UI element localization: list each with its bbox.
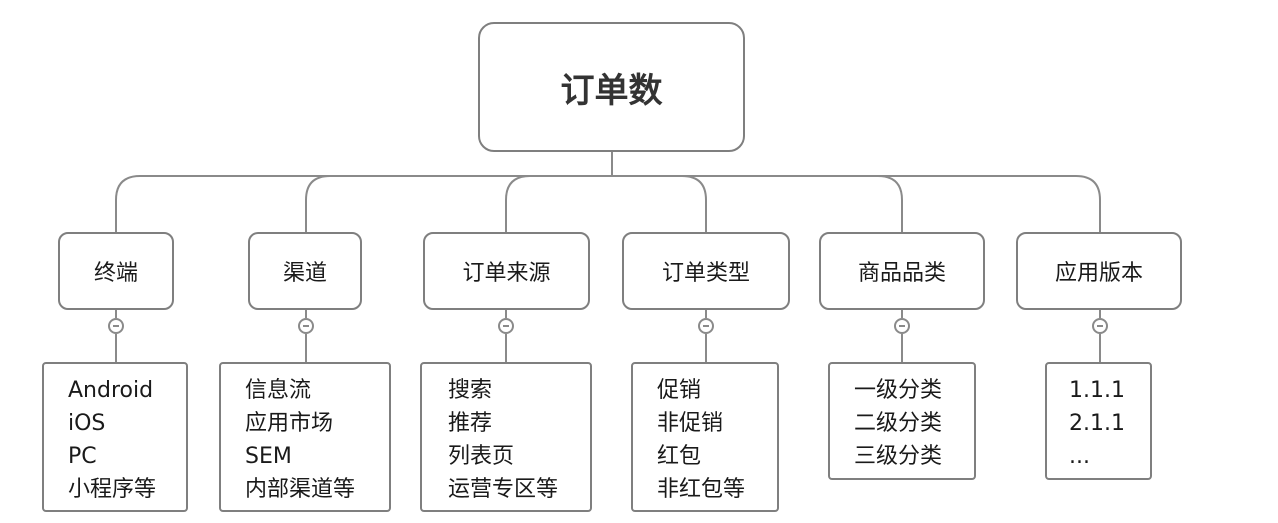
list-item: Android [68,378,154,403]
list-item: 二级分类 [854,411,943,436]
root-node-order-count: 订单数 [478,22,745,152]
leaf-list-product-category: 一级分类 二级分类 三级分类 [828,362,976,480]
list-item: 非红包等 [657,477,746,502]
list-item: 促销 [657,378,702,403]
list-item: 列表页 [448,444,515,469]
collapse-toggle-icon[interactable] [894,318,910,334]
category-label: 商品品类 [857,261,946,286]
category-label: 订单来源 [462,261,551,286]
leaf-list-terminal: Android iOS PC 小程序等 [42,362,188,512]
collapse-toggle-icon[interactable] [498,318,514,334]
category-label: 应用版本 [1054,261,1143,286]
list-item: 内部渠道等 [245,477,356,502]
leaf-list-app-version: 1.1.1 2.1.1 ... [1045,362,1152,480]
collapse-toggle-icon[interactable] [298,318,314,334]
collapse-toggle-icon[interactable] [108,318,124,334]
root-node-label: 订单数 [560,70,663,111]
leaf-list-channel: 信息流 应用市场 SEM 内部渠道等 [219,362,391,512]
list-item: PC [68,444,97,469]
list-item: 1.1.1 [1069,378,1125,403]
list-item: 小程序等 [68,477,157,502]
list-item: SEM [245,444,292,469]
category-label: 订单类型 [661,261,750,286]
category-node-channel: 渠道 [248,232,362,310]
list-item: 三级分类 [854,444,943,469]
list-item: 信息流 [245,378,312,403]
list-item: 搜索 [448,378,493,403]
list-item: 推荐 [448,411,493,436]
category-node-app-version: 应用版本 [1016,232,1182,310]
category-node-order-type: 订单类型 [622,232,790,310]
list-item: 非促销 [657,411,724,436]
list-item: ... [1069,444,1090,469]
list-item: 红包 [657,444,702,469]
list-item: 应用市场 [245,411,334,436]
category-node-order-source: 订单来源 [423,232,590,310]
list-item: iOS [68,411,106,436]
leaf-list-order-type: 促销 非促销 红包 非红包等 [631,362,779,512]
list-item: 一级分类 [854,378,943,403]
list-item: 运营专区等 [448,477,559,502]
category-label: 渠道 [282,261,327,286]
category-node-terminal: 终端 [58,232,174,310]
category-label: 终端 [93,261,138,286]
collapse-toggle-icon[interactable] [698,318,714,334]
list-item: 2.1.1 [1069,411,1125,436]
category-node-product-category: 商品品类 [819,232,985,310]
collapse-toggle-icon[interactable] [1092,318,1108,334]
leaf-list-order-source: 搜索 推荐 列表页 运营专区等 [420,362,592,512]
